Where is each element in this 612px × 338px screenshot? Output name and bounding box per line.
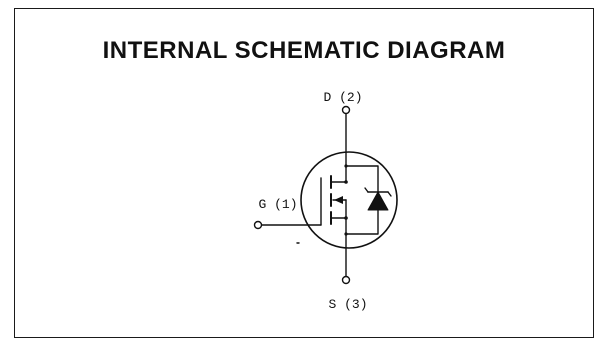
zener-tail-left: [364, 187, 369, 193]
diagram-title: INTERNAL SCHEMATIC DIAGRAM: [102, 37, 506, 64]
mosfet-schematic: D (2) S (3) G (1): [253, 90, 398, 312]
package-outline: [300, 151, 398, 249]
junction-source-bottom: [344, 232, 348, 236]
junction-source: [344, 216, 348, 220]
gate-terminal: [253, 220, 263, 230]
junction-drain-top: [344, 164, 348, 168]
source-terminal: [341, 275, 351, 285]
body-diode-icon: [367, 191, 389, 211]
drain-terminal: [341, 105, 351, 115]
zener-tail-right: [387, 191, 392, 197]
body-arrow-icon: [334, 196, 343, 204]
drain-pin-label: D (2): [323, 90, 362, 105]
source-pin-label: S (3): [328, 297, 367, 312]
drain-connection: [330, 165, 379, 201]
gate-pin-label: G (1): [258, 197, 297, 212]
junction-drain: [344, 180, 348, 184]
